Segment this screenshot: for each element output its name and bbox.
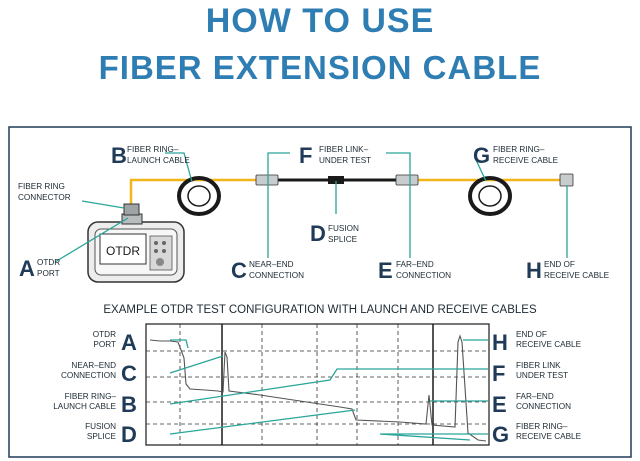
trace-caption: EXAMPLE OTDR TEST CONFIGURATION WITH LAU… — [103, 304, 537, 316]
label-g-letter: G — [473, 143, 490, 168]
left-legend-b-letter: B — [121, 392, 137, 417]
label-h-line1: END OF — [544, 260, 575, 269]
otdr-device — [87, 203, 185, 283]
label-e-line1: FAR–END — [396, 260, 434, 269]
right-legend-f-letter: F — [492, 361, 505, 386]
label-b-line1: FIBER RING– — [127, 145, 179, 154]
left-legend-a-line2: PORT — [93, 340, 116, 349]
label-d-letter: D — [310, 221, 326, 246]
right-legend-h-line1: END OF — [516, 330, 547, 339]
top-leader-lines — [54, 152, 568, 263]
label-f-line1: FIBER LINK– — [319, 145, 369, 154]
label-h-letter: H — [526, 258, 542, 283]
left-legend: OTDR PORT A NEAR–END CONNECTION C FIBER … — [53, 330, 137, 447]
left-legend-a-letter: A — [121, 330, 137, 355]
receive-cable-ring — [468, 176, 512, 216]
diagram-frame — [8, 126, 632, 458]
right-legend-e-line2: CONNECTION — [516, 402, 571, 411]
label-a-letter: A — [19, 256, 35, 281]
otdr-trace — [149, 334, 487, 442]
label-a-line1: OTDR — [37, 258, 60, 267]
left-legend-c-line1: NEAR–END — [71, 361, 116, 370]
right-legend-g-line1: FIBER RING– — [516, 422, 568, 431]
label-d-line2: SPLICE — [328, 235, 358, 244]
trace-grid — [146, 324, 489, 445]
right-legend-e-letter: E — [492, 392, 507, 417]
right-legend-g-letter: G — [492, 422, 509, 447]
trace-leader-lines — [169, 339, 488, 441]
left-legend-d-line1: FUSION — [85, 422, 116, 431]
label-c-line2: CONNECTION — [249, 271, 304, 280]
label-e-line2: CONNECTION — [396, 271, 451, 280]
label-c-letter: C — [231, 258, 247, 283]
label-d-line1: FUSION — [328, 224, 359, 233]
fusion-splice-sleeve — [328, 176, 344, 184]
left-legend-d-line2: SPLICE — [87, 432, 117, 441]
left-legend-c-letter: C — [121, 361, 137, 386]
left-legend-b-line2: LAUNCH CABLE — [53, 402, 116, 411]
label-b-line2: LAUNCH CABLE — [127, 156, 190, 165]
end-connector — [559, 173, 574, 187]
right-legend: H END OF RECEIVE CABLE F FIBER LINK UNDE… — [492, 330, 582, 447]
right-legend-h-line2: RECEIVE CABLE — [516, 340, 582, 349]
right-legend-f-line1: FIBER LINK — [516, 361, 561, 370]
far-end-connector — [395, 174, 419, 186]
connector-label-line1: FIBER RING — [18, 182, 65, 191]
label-f-line2: UNDER TEST — [319, 156, 371, 165]
label-g-line2: RECEIVE CABLE — [493, 156, 559, 165]
left-legend-b-line1: FIBER RING– — [65, 392, 117, 401]
right-legend-h-letter: H — [492, 330, 508, 355]
trace-panel — [145, 323, 490, 446]
launch-cable-ring — [177, 176, 221, 216]
left-legend-a-line1: OTDR — [93, 330, 116, 339]
label-f-letter: F — [299, 143, 312, 168]
title-line-2: FIBER EXTENSION CABLE — [98, 49, 542, 86]
connector-label-line2: CONNECTOR — [18, 193, 71, 202]
right-legend-e-line1: FAR–END — [516, 392, 554, 401]
label-b-letter: B — [111, 143, 127, 168]
label-c-line1: NEAR–END — [249, 260, 294, 269]
label-e-letter: E — [378, 258, 393, 283]
left-legend-c-line2: CONNECTION — [61, 371, 116, 380]
label-h-line2: RECEIVE CABLE — [544, 271, 610, 280]
title-line-1: HOW TO USE — [205, 2, 435, 40]
label-a-line2: PORT — [37, 269, 60, 278]
right-legend-g-line2: RECEIVE CABLE — [516, 432, 582, 441]
label-g-line1: FIBER RING– — [493, 145, 545, 154]
otdr-screen-text: OTDR — [106, 244, 140, 258]
left-legend-d-letter: D — [121, 422, 137, 447]
right-legend-f-line2: UNDER TEST — [516, 371, 568, 380]
fiber-line — [129, 178, 562, 206]
near-end-connector — [255, 174, 279, 186]
